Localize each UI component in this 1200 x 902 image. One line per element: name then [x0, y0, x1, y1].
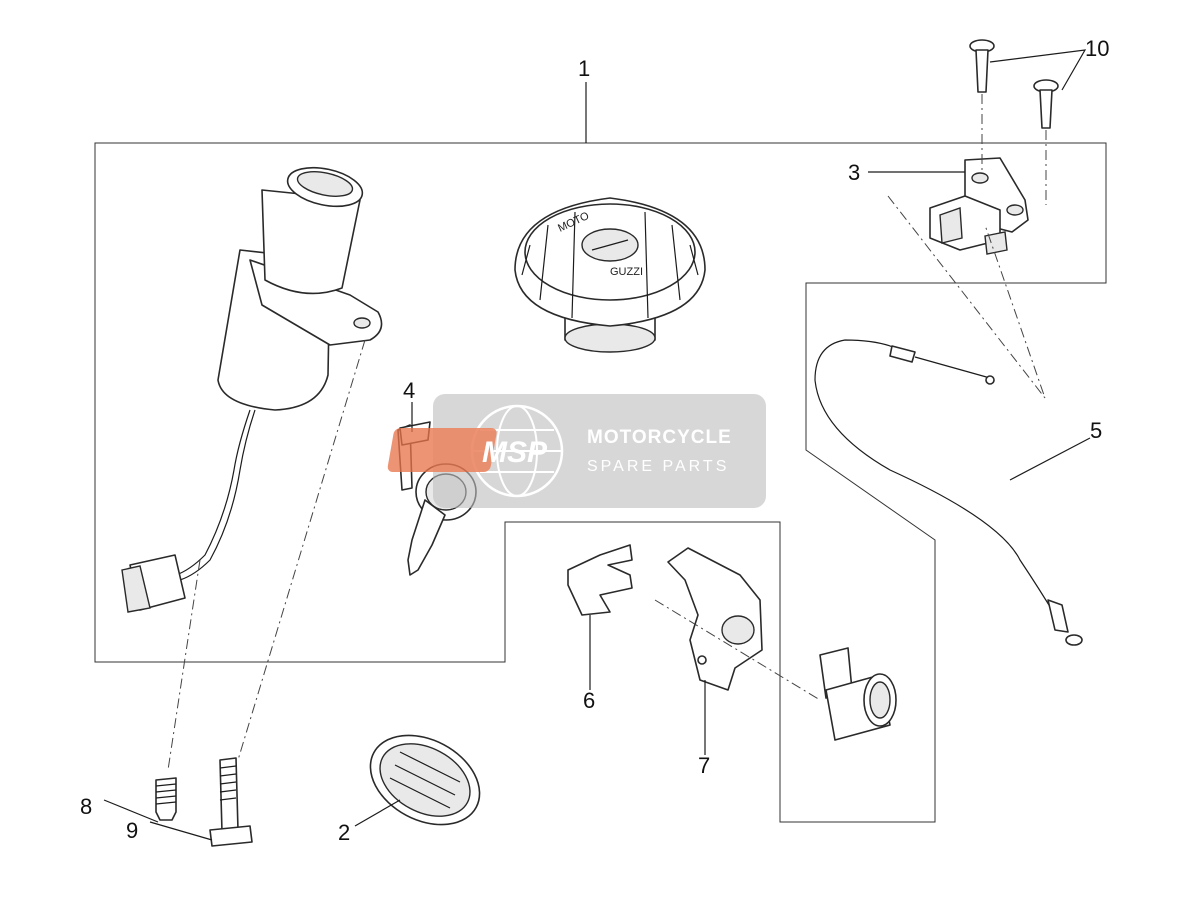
sensor-module	[929, 157, 1029, 255]
fuel-cap: MOTO GUZZI	[514, 197, 706, 353]
emblem-badge	[369, 734, 481, 826]
fuel-cap-brand-bottom: GUZZI	[610, 266, 643, 278]
axis-line-9	[237, 339, 366, 761]
cable-assembly	[814, 339, 1083, 646]
callout-9: 9	[126, 818, 138, 843]
lock-bracket	[667, 547, 763, 691]
callout-5-leader	[1009, 437, 1091, 481]
callout-10: 10	[1085, 36, 1109, 61]
callout-6: 6	[583, 688, 595, 713]
watermark-line2: SPARE PARTS	[587, 458, 729, 475]
ignition-switch	[121, 166, 383, 613]
watermark-badge: MSP	[482, 436, 548, 469]
axis-line-8	[167, 559, 201, 771]
watermark-line1: MOTORCYCLE	[587, 427, 732, 448]
callout-4: 4	[403, 378, 415, 403]
callout-1: 1	[578, 56, 590, 81]
clip	[567, 544, 633, 616]
sensor-axis-lines	[887, 195, 1046, 399]
axis-line-7	[654, 599, 821, 701]
callout-10-leader	[989, 49, 1087, 91]
screw-8	[155, 777, 177, 821]
callout-8-leader	[103, 799, 159, 823]
callout-7: 7	[698, 753, 710, 778]
callout-8: 8	[80, 794, 92, 819]
screw-9	[209, 757, 253, 847]
callout-5: 5	[1090, 418, 1102, 443]
screw-10a	[969, 39, 995, 93]
callout-3: 3	[848, 160, 860, 185]
kit-frame	[94, 142, 1107, 823]
callout-2-leader	[354, 799, 401, 827]
callout-2: 2	[338, 820, 350, 845]
msp-watermark: MSP MOTORCYCLE SPARE PARTS	[387, 394, 766, 508]
screw-10b	[1033, 79, 1059, 129]
seat-lock	[819, 647, 897, 741]
callout-9-leader	[149, 821, 213, 841]
